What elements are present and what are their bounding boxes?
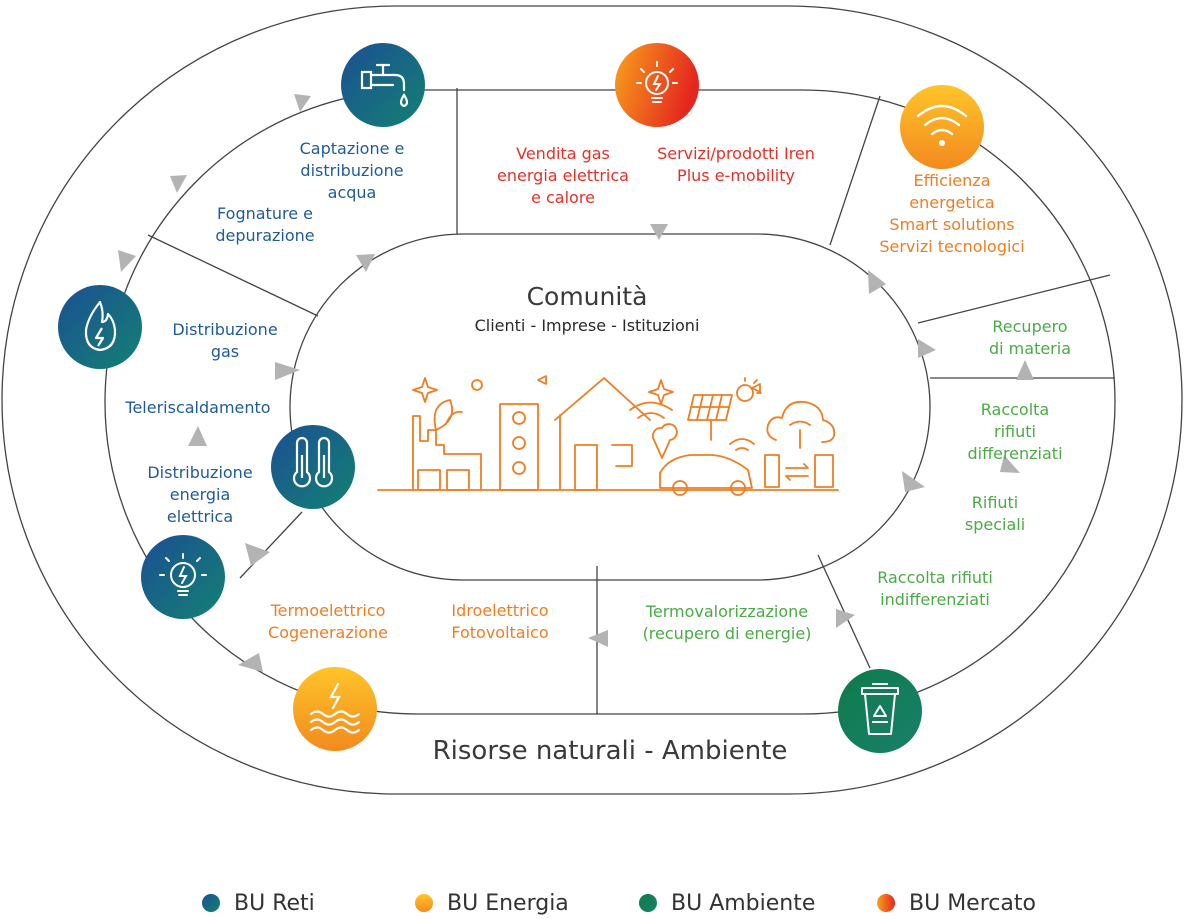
node-mercato [615, 43, 699, 127]
lightbulb-icon [636, 61, 678, 103]
node-wifi [900, 85, 984, 169]
node-ambiente [838, 669, 922, 753]
legend-item-energia: BU Energia [415, 888, 569, 918]
node-gas [58, 285, 142, 369]
legend-dot-energia [415, 894, 433, 912]
center-title: Comunità [526, 282, 648, 311]
node-energia [293, 667, 377, 751]
city-illustration [377, 375, 839, 496]
thermometer-icon [292, 436, 334, 488]
flow-arrows [118, 94, 1034, 672]
flame-icon [84, 300, 117, 352]
center-subtitle: Clienti - Imprese - Istituzioni [474, 316, 700, 335]
legend-dot-ambiente [639, 894, 657, 912]
legend-label: BU Mercato [909, 890, 1036, 916]
legend-label: BU Energia [447, 890, 569, 916]
label-termovalorizzazione: Termovalorizzazione(recupero di energie) [642, 602, 812, 643]
node-teleriscaldamento [271, 425, 355, 509]
outer-ring-label: Risorse naturali - Ambiente [432, 736, 788, 766]
legend-dot-mercato [877, 894, 895, 912]
label-teleriscaldamento: Teleriscaldamento [125, 398, 271, 417]
legend-dot-reti [202, 894, 220, 912]
water-tap-icon [360, 63, 409, 108]
legend-label: BU Ambiente [671, 890, 816, 916]
node-acqua [341, 43, 425, 127]
outer-boundary [1, 5, 1183, 795]
water-energy-icon [309, 682, 361, 734]
legend-item-mercato: BU Mercato [877, 888, 1036, 918]
legend-item-reti: BU Reti [202, 888, 315, 918]
legend-label: BU Reti [234, 890, 315, 916]
recycle-bin-icon [861, 683, 899, 735]
node-elettrica [141, 535, 225, 619]
wifi-icon [916, 104, 968, 146]
lightbulb-icon [159, 553, 207, 596]
legend-item-ambiente: BU Ambiente [639, 888, 815, 918]
inner-capsule [289, 233, 931, 581]
middle-ring [104, 89, 1116, 715]
